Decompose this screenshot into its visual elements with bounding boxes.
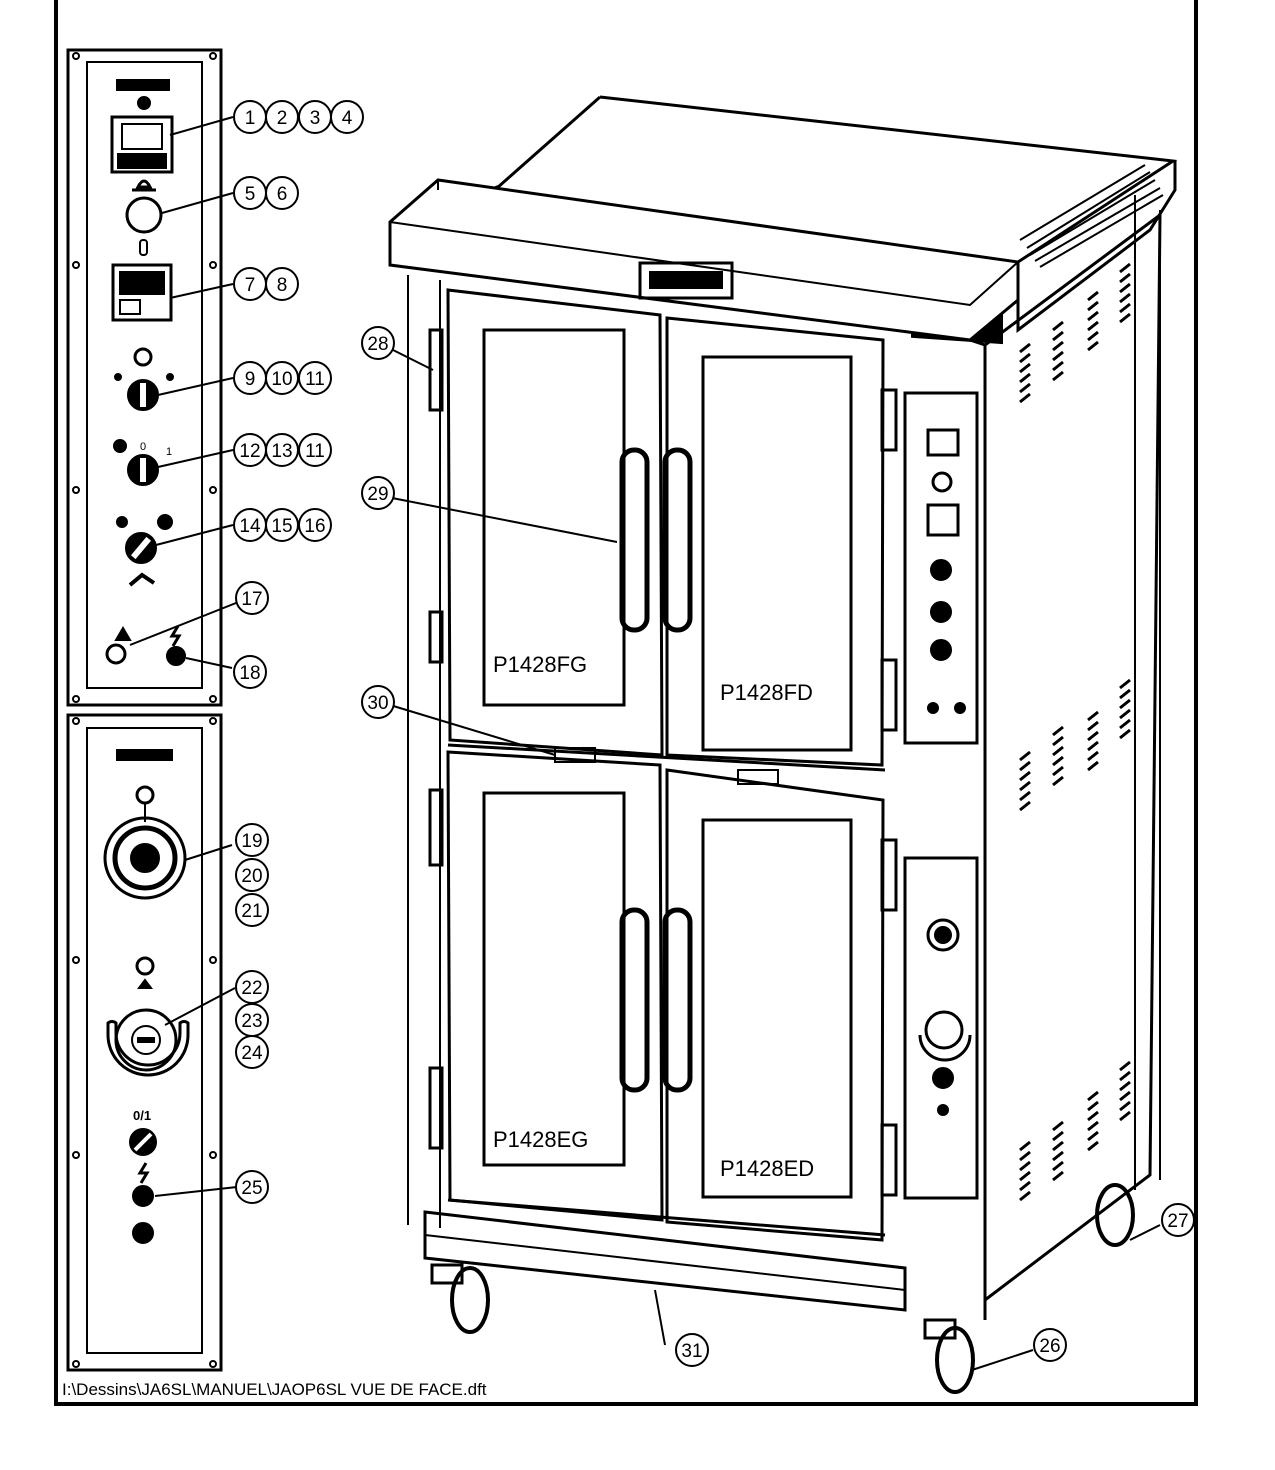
callout-29: 29	[367, 484, 388, 505]
upper-left-door	[446, 288, 664, 757]
door-label-bottom-right: P1428ED	[720, 1156, 814, 1181]
round-push-button	[125, 196, 163, 234]
timer-display	[110, 115, 174, 174]
lower-right-door	[662, 768, 885, 1242]
side-vents	[1019, 262, 1131, 1202]
power-lamp-upper	[166, 646, 186, 666]
callout-8: 8	[277, 275, 288, 296]
callout-20: 20	[241, 866, 262, 887]
brand-logo-upper	[116, 79, 170, 91]
power-lamp-lower	[132, 1185, 154, 1207]
drawing-frame	[54, 0, 1198, 1406]
on-off-knob: 0 1	[113, 439, 172, 486]
timer-dial	[103, 785, 187, 900]
callout-26: 26	[1039, 1336, 1060, 1357]
callout-15: 15	[271, 516, 292, 537]
callout-numbers: 1 2 3 4 5 6 7 8 9 10 11 12 13 11 14 15 1…	[239, 108, 1188, 1362]
callout-6: 6	[277, 184, 288, 205]
callout-17: 17	[241, 589, 262, 610]
callout-12: 12	[239, 441, 260, 462]
callout-18: 18	[239, 663, 260, 684]
callout-1: 1	[245, 108, 256, 129]
lightning-icon-upper	[169, 625, 182, 647]
door-labels: P1428FG P1428FD P1428EG P1428ED	[493, 652, 814, 1181]
oven-body	[388, 95, 1178, 1394]
callout-7: 7	[245, 275, 256, 296]
warning-triangle-icon	[114, 626, 132, 641]
callout-19: 19	[241, 831, 262, 852]
oven-brand-plate	[638, 261, 734, 300]
oven-lower-side-panel	[903, 856, 979, 1200]
lower-control-panel: 0/1	[66, 713, 223, 1372]
front-right-castor	[923, 1318, 975, 1394]
callout-28: 28	[367, 334, 388, 355]
thermostat-display	[111, 263, 173, 322]
brand-logo-lower	[116, 749, 173, 761]
upper-right-door	[662, 316, 885, 767]
callout-27: 27	[1167, 1211, 1188, 1232]
file-path-label: I:\Dessins\JA6SL\MANUEL\JAOP6SL VUE DE F…	[62, 1380, 487, 1399]
callout-21: 21	[241, 901, 262, 922]
callout-31: 31	[681, 1341, 702, 1362]
knob-zero-mark: 0	[140, 441, 146, 453]
callout-25: 25	[241, 1178, 262, 1199]
callout-4: 4	[342, 108, 353, 129]
oven-upper-side-panel	[903, 391, 979, 745]
callout-3: 3	[310, 108, 321, 129]
front-left-castor	[430, 1263, 490, 1334]
callout-10: 10	[271, 369, 292, 390]
knob-one-mark: 1	[166, 446, 172, 458]
callout-13: 13	[271, 441, 292, 462]
callout-30: 30	[367, 693, 388, 714]
callout-11-b: 11	[305, 441, 325, 462]
callout-14: 14	[239, 516, 261, 537]
lower-indicator-lamp	[132, 1222, 154, 1244]
upper-control-panel: 0 1	[66, 48, 223, 707]
warning-lamp	[105, 643, 127, 665]
switch-label: 0/1	[133, 1108, 151, 1123]
fan-selector-knob	[114, 347, 174, 411]
callout-5: 5	[245, 184, 256, 205]
callout-9: 9	[245, 369, 256, 390]
callout-16: 16	[304, 516, 325, 537]
callout-23: 23	[241, 1011, 262, 1032]
door-label-top-left: P1428FG	[493, 652, 587, 677]
callout-22: 22	[241, 978, 262, 999]
thermostat-dial	[106, 956, 190, 1077]
door-label-top-right: P1428FD	[720, 680, 813, 705]
lower-left-door	[446, 750, 664, 1222]
callout-24: 24	[241, 1043, 263, 1064]
callout-2: 2	[277, 108, 288, 129]
callout-circles	[233, 100, 1195, 1367]
door-label-bottom-left: P1428EG	[493, 1127, 588, 1152]
callout-11-a: 11	[305, 369, 325, 390]
lightning-icon-lower	[137, 1162, 150, 1184]
steam-knob	[116, 514, 173, 587]
leader-lines	[129, 116, 1161, 1371]
rear-right-castor	[1095, 1183, 1135, 1247]
